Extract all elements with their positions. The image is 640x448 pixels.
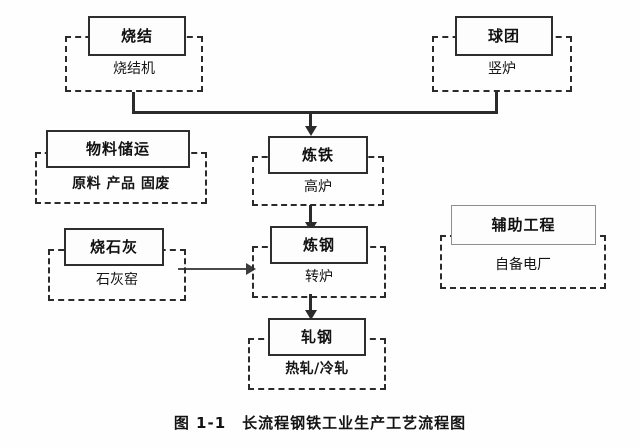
connector-pellet-drop — [495, 92, 498, 114]
arrowhead-lime-to-steelmaking — [246, 263, 256, 275]
unit-rolling-subtitle: 热轧/冷轧 — [285, 361, 349, 377]
unit-sintering-title: 烧结 — [120, 26, 153, 45]
figure-caption: 图 1-1 长流程钢铁工业生产工艺流程图 — [0, 412, 640, 433]
unit-lime-burning-subtitle: 石灰窑 — [96, 272, 138, 288]
arrowhead-bus-to-ironmaking — [305, 126, 317, 136]
unit-material-storage-title: 物料储运 — [85, 139, 150, 158]
unit-material-storage-subtitle: 原料 产品 固废 — [72, 176, 170, 192]
connector-feed-bus — [132, 111, 498, 114]
unit-steelmaking-title-plate[interactable]: 炼钢 — [270, 226, 368, 264]
unit-steelmaking-subtitle: 转炉 — [305, 269, 333, 285]
connector-sintering-drop — [132, 92, 135, 114]
unit-ironmaking-title: 炼铁 — [301, 145, 334, 164]
arrowhead-steelmaking-to-rolling — [305, 310, 317, 320]
unit-sintering-title-plate[interactable]: 烧结 — [88, 16, 186, 56]
figure-caption-text: 长流程钢铁工业生产工艺流程图 — [242, 414, 467, 432]
unit-steelmaking-title: 炼钢 — [302, 235, 335, 254]
unit-ironmaking-title-plate[interactable]: 炼铁 — [268, 136, 368, 174]
unit-auxiliary-engineering-subtitle: 自备电厂 — [495, 257, 551, 273]
unit-lime-burning-title: 烧石灰 — [89, 237, 138, 256]
unit-material-storage-title-plate[interactable]: 物料储运 — [46, 130, 190, 168]
unit-ironmaking-subtitle: 高炉 — [304, 179, 332, 195]
figure-number: 图 1-1 — [173, 414, 227, 432]
connector-steelmaking-to-rolling — [309, 294, 312, 313]
unit-auxiliary-engineering-title: 辅助工程 — [491, 215, 556, 234]
unit-auxiliary-engineering-title-plate[interactable]: 辅助工程 — [451, 205, 596, 245]
connector-ironmaking-to-steelmaking — [309, 205, 312, 226]
unit-pelletizing-subtitle: 竖炉 — [488, 61, 516, 77]
connector-lime-to-steelmaking — [178, 268, 248, 270]
unit-lime-burning-title-plate[interactable]: 烧石灰 — [64, 228, 164, 266]
unit-sintering-subtitle: 烧结机 — [113, 61, 155, 77]
unit-rolling-title-plate[interactable]: 轧钢 — [268, 318, 366, 356]
unit-pelletizing-title: 球团 — [487, 26, 520, 45]
unit-rolling-title: 轧钢 — [300, 327, 333, 346]
unit-pelletizing-title-plate[interactable]: 球团 — [455, 16, 553, 56]
connector-bus-to-ironmaking — [309, 111, 312, 127]
